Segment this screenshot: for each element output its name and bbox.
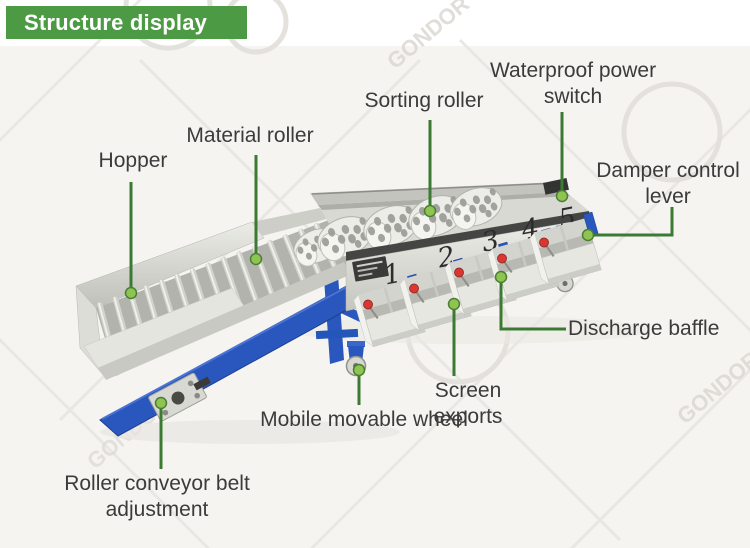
label-discharge-baffle: Discharge baffle <box>568 317 720 340</box>
label-roller-conveyor-belt-adjustment: Roller conveyor belt adjustment <box>64 472 250 521</box>
label-damper-control-lever: Damper control lever <box>596 159 740 208</box>
label-mobile-movable-wheel: Mobile movable wheel <box>260 408 468 431</box>
label-waterproof-power-switch: Waterproof power switch <box>489 59 657 108</box>
label-sorting-roller: Sorting roller <box>364 89 484 112</box>
banner-title: Structure display <box>6 6 247 39</box>
banner-title-text: Structure display <box>24 9 208 35</box>
label-hopper: Hopper <box>98 149 168 172</box>
label-material-roller: Material roller <box>186 124 314 147</box>
